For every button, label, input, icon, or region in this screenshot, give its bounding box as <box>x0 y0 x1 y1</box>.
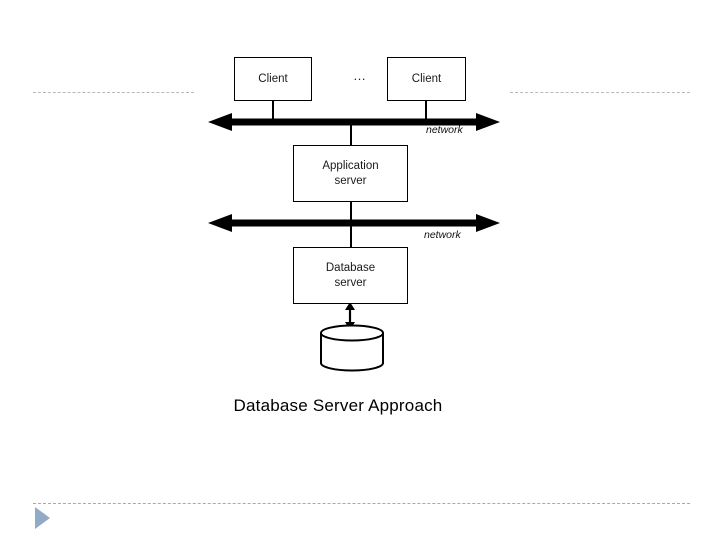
node-client-right-label: Client <box>411 72 442 85</box>
network-label-upper: network <box>426 124 463 136</box>
connector-db-server-up <box>350 221 352 250</box>
divider-dashed-top-left <box>33 92 194 93</box>
node-database-server: Database server <box>293 247 408 304</box>
node-application-server: Application server <box>293 145 408 202</box>
node-application-server-label: Application server <box>322 159 378 188</box>
clients-ellipsis: … <box>353 68 367 83</box>
divider-dashed-bottom <box>33 503 690 504</box>
network-label-lower: network <box>424 229 461 241</box>
connector-app-server-up <box>350 120 352 148</box>
node-client-left-label: Client <box>258 72 288 85</box>
node-client-right: Client <box>387 57 466 101</box>
divider-dashed-top-right <box>510 92 690 93</box>
node-application-server-label-line1: Application <box>322 160 379 173</box>
node-application-server-label-line2: server <box>334 174 367 187</box>
connector-app-server-down <box>350 200 352 226</box>
node-database-server-label-line1: Database <box>325 262 376 275</box>
network-bus-upper <box>208 111 500 133</box>
network-bus-lower <box>208 212 500 234</box>
page-title-text: Database Server Approach <box>233 396 443 415</box>
connector-client-right <box>425 100 427 124</box>
node-client-left: Client <box>234 57 312 101</box>
play-triangle-icon <box>35 507 50 529</box>
node-database-server-label-line2: server <box>334 276 367 289</box>
database-cylinder-icon <box>319 324 385 372</box>
node-database-server-label: Database server <box>326 261 375 290</box>
page-title: Database Server Approach <box>0 396 720 416</box>
connector-client-left <box>272 100 274 124</box>
